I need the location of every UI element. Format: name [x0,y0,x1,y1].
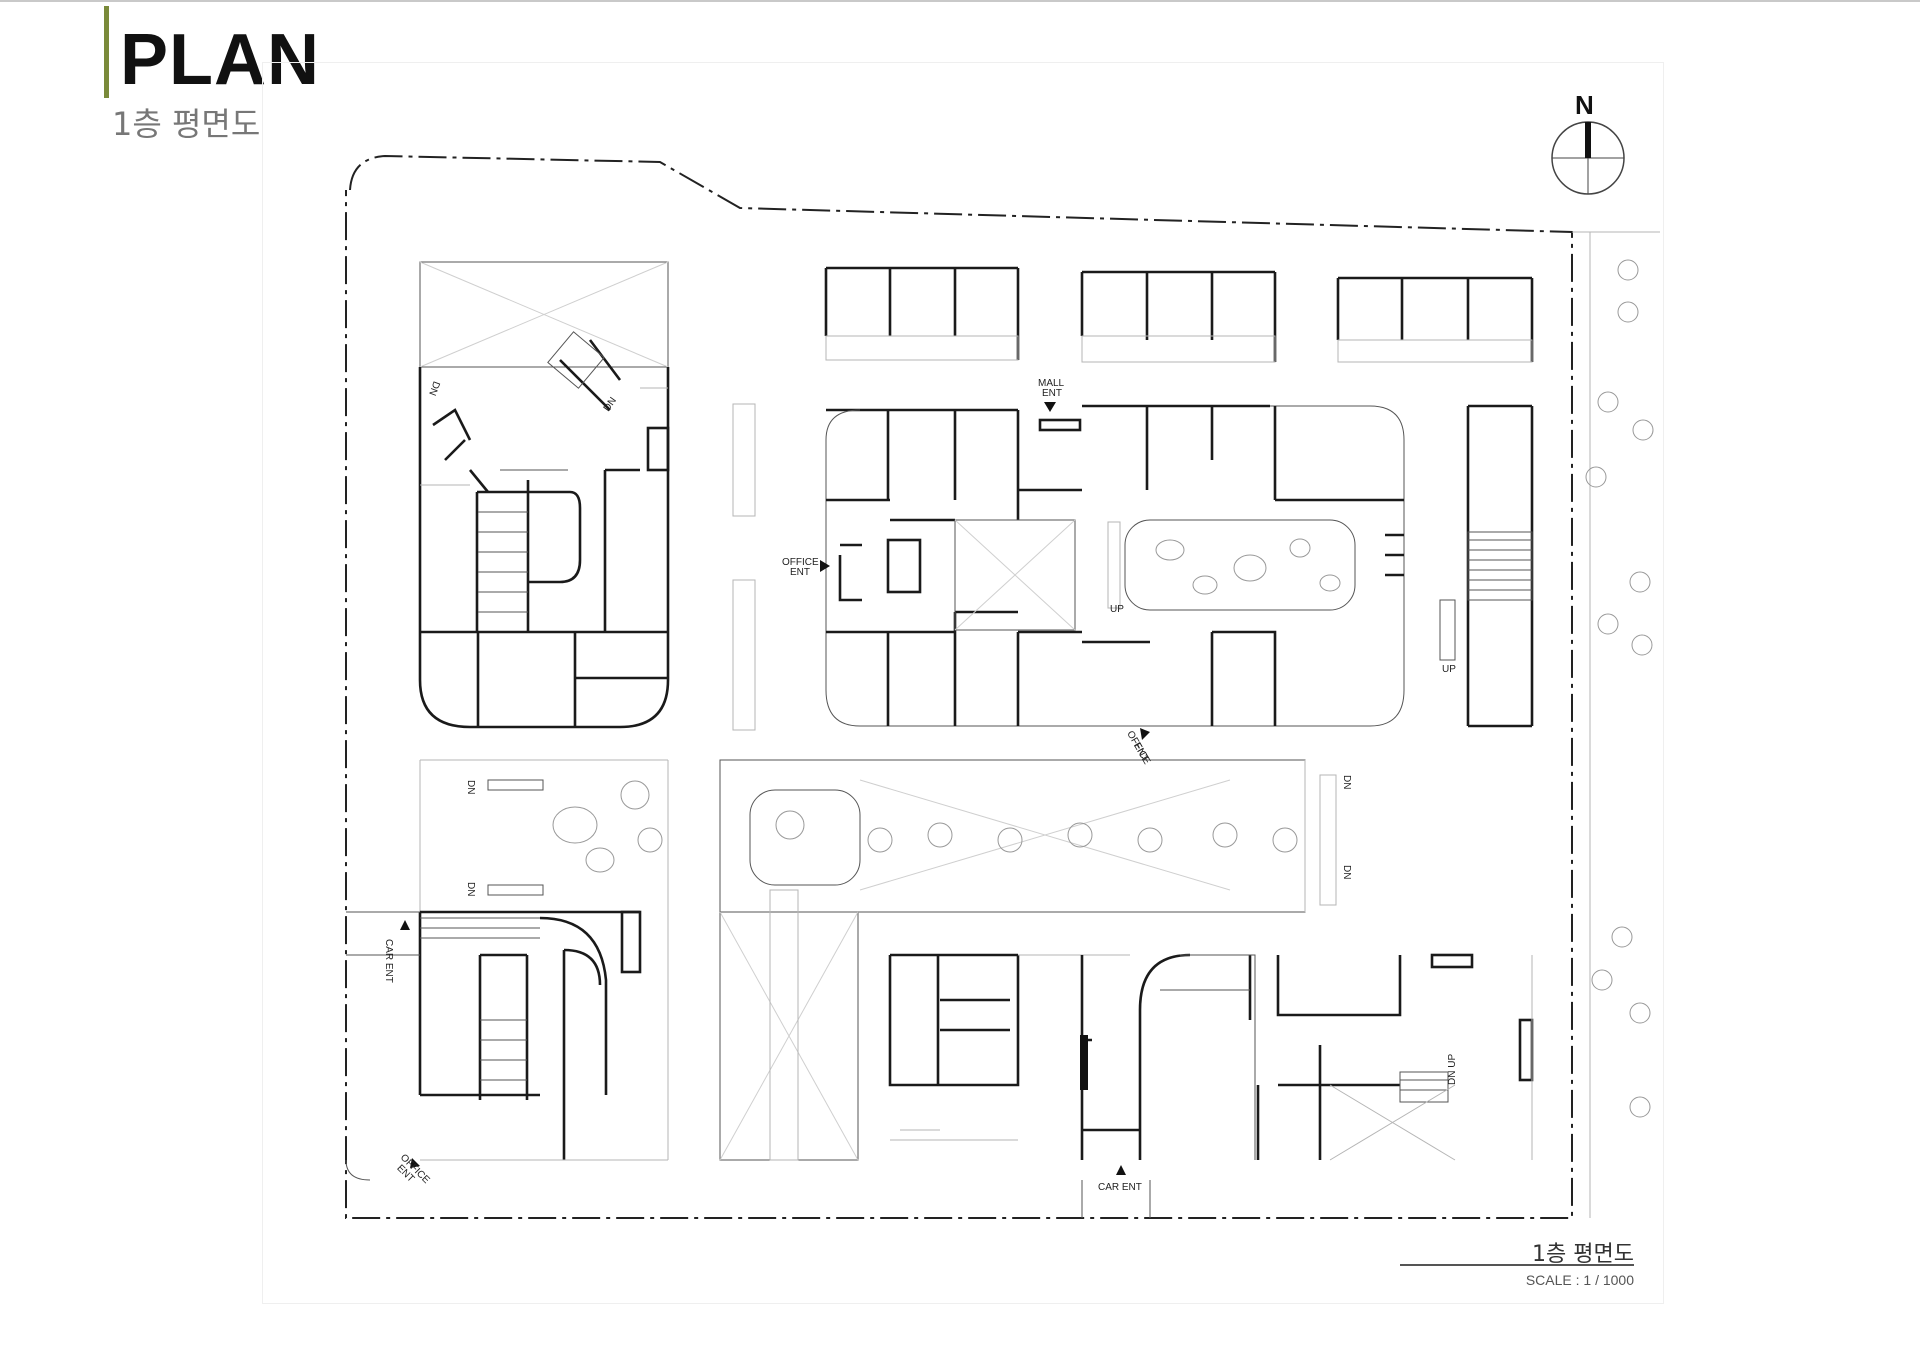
mall-ent-label-2: ENT [1042,388,1062,399]
dn-label-plaza-2: DN [1341,865,1352,879]
north-label: N [1575,90,1594,120]
office-ent-marker-sw [410,1158,420,1168]
car-ent-marker-west [400,920,410,930]
office-ent-marker-center [820,560,830,572]
car-ent-label-west: CAR ENT [383,939,394,983]
page-subtitle: 1층 평면도 [112,105,261,143]
legend-scale: SCALE : 1 / 1000 [1525,1272,1634,1288]
central-plaza [719,759,1337,913]
title-accent-bar [104,6,109,98]
dn-label-garden-2: DN [465,882,476,896]
mall-ent-marker [1044,402,1056,412]
up-label-east: UP [1442,664,1456,675]
car-ent-label-south: CAR ENT [1098,1182,1142,1193]
legend-rule [1400,1264,1634,1266]
east-strip [1439,404,1534,728]
office-ent-label-2: ENT [790,567,810,578]
top-rule [0,0,1920,2]
south-center-strip [719,889,859,1161]
car-ent-marker-south [1116,1165,1126,1175]
sw-block [418,910,669,1161]
office-ent-label-1: OFFICE [782,557,819,568]
parking-column [732,403,756,731]
dn-label-nw-1: DN [602,396,619,414]
site-boundary [345,154,1573,1219]
page-title: PLAN [120,20,320,100]
dn-up-label-se: DN UP [1447,1054,1458,1085]
east-trees [1585,259,1654,1118]
se-block [888,953,1534,1161]
nw-block [418,261,670,729]
west-garden [419,759,669,912]
north-shop-row [824,266,1534,363]
legend-title: 1층 평면도 [1532,1242,1634,1267]
central-mall-block [825,404,1405,727]
perimeter-roads [345,231,1660,1218]
up-label-mall: UP [1110,604,1124,615]
office-ent-marker-mall [1140,728,1150,740]
dn-label-garden-1: DN [465,780,476,794]
north-arrow-icon [1551,121,1625,195]
drawing-sheet [262,62,1664,1304]
mall-ent-label-1: MALL [1038,378,1065,389]
dn-label-nw-2: DN [426,380,441,397]
dn-label-plaza-1: DN [1341,775,1352,789]
